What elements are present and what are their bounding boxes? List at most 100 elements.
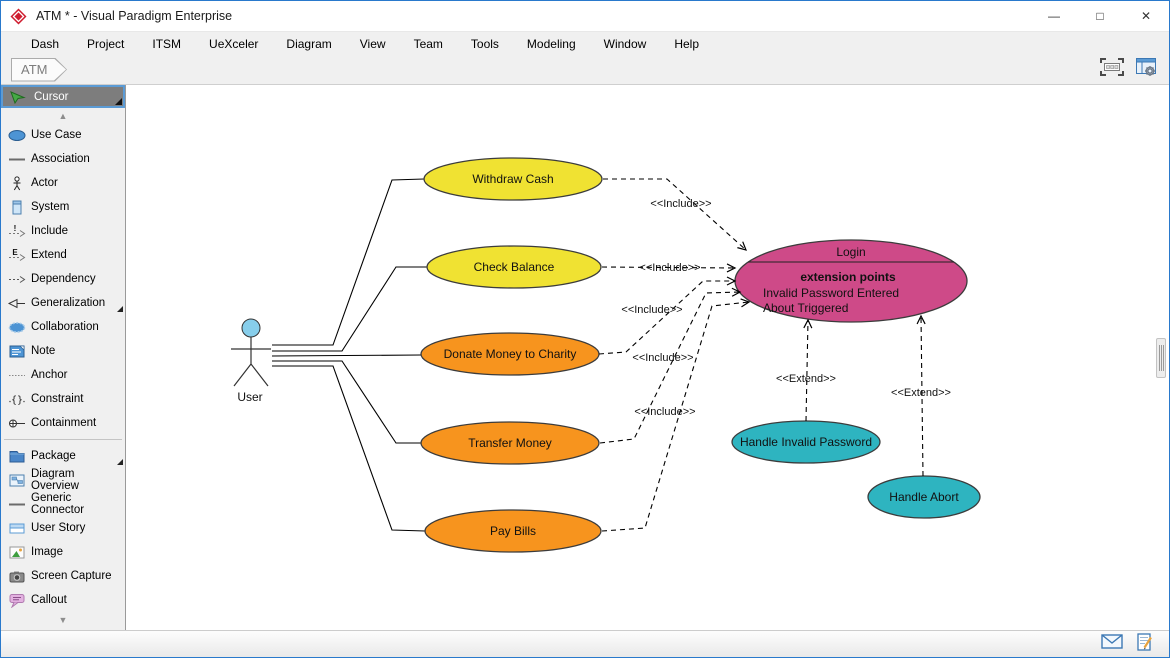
sidebar-item-constraint[interactable]: {} Constraint — [1, 387, 125, 411]
generalization-icon — [6, 296, 27, 311]
edit-document-icon[interactable] — [1137, 632, 1153, 656]
menu-team[interactable]: Team — [413, 36, 443, 51]
sidebar-item-include[interactable]: ! Include — [1, 219, 125, 243]
maximize-button[interactable]: □ — [1096, 9, 1104, 23]
sidebar-item-generalization[interactable]: Generalization — [1, 291, 125, 315]
sidebar-item-user-story[interactable]: User Story — [1, 516, 125, 540]
include-edge-check-balance-login[interactable] — [601, 263, 737, 273]
extension-points-title: extension points — [800, 270, 896, 284]
diagram-canvas[interactable]: User Withdraw Cash Check Balance Donate … — [126, 85, 1169, 630]
use-case-label: Handle Abort — [889, 490, 959, 504]
submenu-corner-icon — [117, 306, 123, 312]
sidebar-item-label: Note — [31, 345, 56, 357]
use-case-pay-bills[interactable]: Pay Bills — [424, 509, 602, 553]
extend-edge-label: <<Extend>> — [891, 387, 951, 399]
sidebar-item-label: Diagram Overview — [31, 468, 79, 492]
sidebar-item-cursor[interactable]: Cursor — [1, 85, 125, 108]
sidebar-item-dependency[interactable]: Dependency — [1, 267, 125, 291]
sidebar-item-anchor[interactable]: Anchor — [1, 363, 125, 387]
palette-scroll-up[interactable]: ▲ — [58, 110, 68, 121]
menu-tools[interactable]: Tools — [470, 36, 499, 51]
image-icon — [6, 545, 27, 560]
breadcrumb[interactable]: ATM — [11, 58, 67, 82]
association-user-check-balance[interactable] — [272, 266, 427, 352]
generic-connector-icon — [6, 497, 27, 512]
extension-point-item: Invalid Password Entered — [763, 286, 899, 300]
menu-uexceler[interactable]: UeXceler — [209, 36, 259, 51]
use-case-check-balance[interactable]: Check Balance — [426, 245, 602, 289]
use-case-label: Check Balance — [474, 260, 555, 274]
use-case-withdraw-cash[interactable]: Withdraw Cash — [423, 157, 603, 201]
sidebar-item-extend[interactable]: E Extend — [1, 243, 125, 267]
sidebar-item-package[interactable]: Package — [1, 444, 125, 468]
use-case-donate-money[interactable]: Donate Money to Charity — [420, 332, 600, 376]
include-edge-pay-bills-login[interactable] — [601, 298, 751, 532]
menu-diagram[interactable]: Diagram — [286, 36, 332, 51]
sidebar-item-label: Association — [31, 153, 90, 165]
include-edge-donate-login[interactable] — [598, 276, 737, 355]
sidebar-item-association[interactable]: Association — [1, 147, 125, 171]
sidebar-item-generic-connector[interactable]: Generic Connector — [1, 492, 125, 516]
mail-icon[interactable] — [1101, 634, 1123, 654]
visual-paradigm-logo-icon — [10, 8, 27, 25]
use-case-login[interactable]: Login extension points Invalid Password … — [734, 239, 968, 323]
actor-user[interactable]: User — [231, 318, 271, 404]
tool-palette: Cursor ▲ Use Case Association Actor Syst… — [1, 85, 126, 630]
submenu-corner-icon — [115, 98, 122, 105]
sidebar-item-system[interactable]: System — [1, 195, 125, 219]
cursor-icon — [7, 90, 28, 104]
zoom-region-icon[interactable] — [1099, 57, 1125, 82]
menu-project[interactable]: Project — [87, 36, 125, 51]
use-case-transfer-money[interactable]: Transfer Money — [420, 421, 600, 465]
association-user-transfer-money[interactable] — [272, 360, 421, 444]
sidebar-item-actor[interactable]: Actor — [1, 171, 125, 195]
palette-divider — [4, 439, 122, 440]
use-case-label: Handle Invalid Password — [740, 435, 872, 449]
panel-settings-icon[interactable] — [1135, 57, 1157, 82]
sidebar-item-containment[interactable]: Containment — [1, 411, 125, 435]
close-button[interactable]: ✕ — [1140, 9, 1152, 23]
sidebar-item-label: System — [31, 201, 70, 213]
panel-collapse-grip[interactable] — [1156, 338, 1166, 378]
anchor-icon — [6, 368, 27, 383]
user-story-icon — [6, 521, 27, 536]
window-title: ATM * - Visual Paradigm Enterprise — [36, 9, 233, 23]
palette-scroll-down[interactable]: ▼ — [58, 614, 68, 625]
sidebar-item-label: Containment — [31, 417, 97, 429]
association-user-withdraw-cash[interactable] — [272, 178, 425, 346]
title-bar: ATM * - Visual Paradigm Enterprise — □ ✕ — [1, 1, 1169, 31]
menu-view[interactable]: View — [359, 36, 386, 51]
sidebar-item-note[interactable]: Note — [1, 339, 125, 363]
extend-edge-handle-invalid-password-login[interactable] — [803, 318, 813, 422]
sidebar-item-screen-capture[interactable]: Screen Capture — [1, 564, 125, 588]
use-case-handle-abort[interactable]: Handle Abort — [867, 475, 981, 519]
menu-itsm[interactable]: ITSM — [152, 36, 182, 51]
system-icon — [6, 200, 27, 215]
sidebar-item-label: Package — [31, 450, 76, 462]
use-case-handle-invalid-password[interactable]: Handle Invalid Password — [731, 420, 881, 464]
actor-label: User — [237, 390, 262, 404]
association-user-donate-money[interactable] — [271, 354, 422, 357]
extend-icon: E — [6, 248, 27, 263]
use-case-label: Donate Money to Charity — [444, 347, 577, 361]
sidebar-item-label: Image — [31, 546, 63, 558]
sidebar-item-use-case[interactable]: Use Case — [1, 123, 125, 147]
extend-edge-label: <<Extend>> — [776, 373, 836, 385]
menu-window[interactable]: Window — [603, 36, 647, 51]
sidebar-item-collaboration[interactable]: Collaboration — [1, 315, 125, 339]
minimize-button[interactable]: — — [1048, 9, 1060, 23]
sidebar-item-callout[interactable]: Callout — [1, 588, 125, 612]
include-edge-withdraw-login[interactable] — [603, 178, 747, 251]
menu-modeling[interactable]: Modeling — [526, 36, 576, 51]
sidebar-item-label: Use Case — [31, 129, 82, 141]
sidebar-item-diagram-overview[interactable]: Diagram Overview — [1, 468, 125, 492]
sidebar-item-label: Include — [31, 225, 69, 237]
status-bar — [1, 630, 1169, 657]
sidebar-item-label: Constraint — [31, 393, 84, 405]
sidebar-item-image[interactable]: Image — [1, 540, 125, 564]
menu-dash[interactable]: Dash — [31, 36, 60, 51]
menu-help[interactable]: Help — [674, 36, 699, 51]
sidebar-item-label: Extend — [31, 249, 67, 261]
breadcrumb-label: ATM — [12, 59, 66, 81]
association-user-pay-bills[interactable] — [272, 365, 426, 532]
